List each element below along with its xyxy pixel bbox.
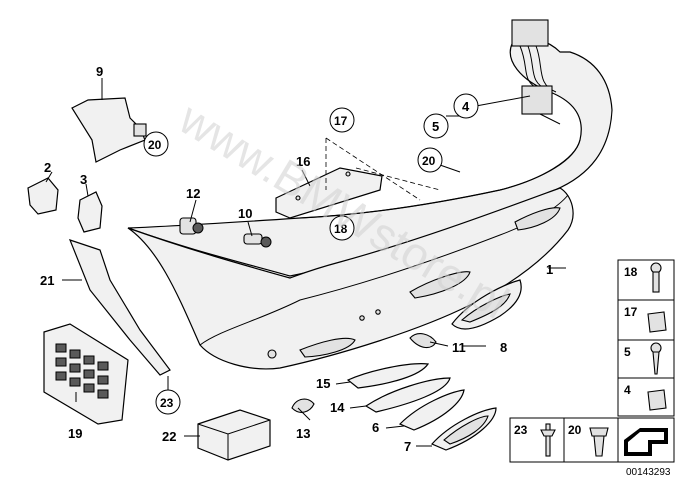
callout-labels: 1 2 3 4 5 6 7 8 9 10 11 12 13 14 15 16 1… [40,64,553,454]
rivet-icon [540,423,556,457]
callout-15: 15 [316,376,330,391]
direction-arrow-icon [624,428,668,456]
trim-insert-part-8[interactable] [451,279,522,330]
rear-bumper-part[interactable] [127,37,613,370]
side-trim-part-21[interactable] [68,239,171,376]
callout-20b: 20 [422,154,436,168]
callout-6: 6 [372,420,379,435]
trim-part-7[interactable] [430,407,497,451]
image-code: 00143293 [626,467,671,478]
bracket-part-2[interactable] [27,177,59,215]
expanding-rivet-icon [589,427,609,457]
callout-16: 16 [296,154,310,169]
callout-11: 11 [452,340,466,355]
callout-10: 10 [238,206,252,221]
grille-part-19[interactable] [43,323,129,425]
bolt-icon [650,262,662,293]
legend-label-4: 4 [624,383,631,397]
legend-label-20: 20 [568,423,582,437]
callout-12: 12 [186,186,200,201]
callout-circles [143,93,479,415]
callout-13: 13 [296,426,310,441]
legend-label-18: 18 [624,265,638,279]
bracket-part-9[interactable] [71,97,147,163]
callout-19: 19 [68,426,82,441]
callout-20a: 20 [148,138,162,152]
fastener-legend: 18 17 5 4 [617,259,675,417]
callout-23: 23 [160,396,174,410]
callout-8: 8 [500,340,507,355]
callout-3: 3 [80,172,87,187]
callout-1: 1 [546,262,553,277]
callout-14: 14 [330,400,345,415]
speed-nut-icon [647,389,667,411]
bracket-part-11[interactable] [409,333,437,349]
assembly-guides [325,137,441,201]
callout-22: 22 [162,429,176,444]
rivet-legend: 23 20 [509,417,675,463]
sensor-part-10[interactable] [243,233,272,248]
callout-9: 9 [96,64,103,79]
callout-7: 7 [404,439,411,454]
wiring-harness-part[interactable] [511,19,561,125]
bracket-plate-part-16[interactable] [275,167,383,219]
grille-slots [55,343,109,399]
clip-nut-icon [647,311,667,333]
strip-part-14[interactable] [364,377,451,413]
callout-5: 5 [432,119,439,134]
sensor-part-12[interactable] [179,217,204,235]
cap-part-13[interactable] [291,398,315,413]
legend-label-17: 17 [624,305,638,319]
legend-label-5: 5 [624,345,631,359]
callout-21: 21 [40,273,54,288]
box-part-22[interactable] [197,409,271,461]
callout-2: 2 [44,160,51,175]
callout-18: 18 [334,222,348,236]
callout-4: 4 [462,99,470,114]
strip-part-15[interactable] [346,363,430,389]
clip-part-3[interactable] [77,191,103,233]
screw-icon [650,342,662,375]
legend-label-23: 23 [514,423,528,437]
callout-17: 17 [334,114,348,128]
trim-part-6[interactable] [398,389,465,431]
